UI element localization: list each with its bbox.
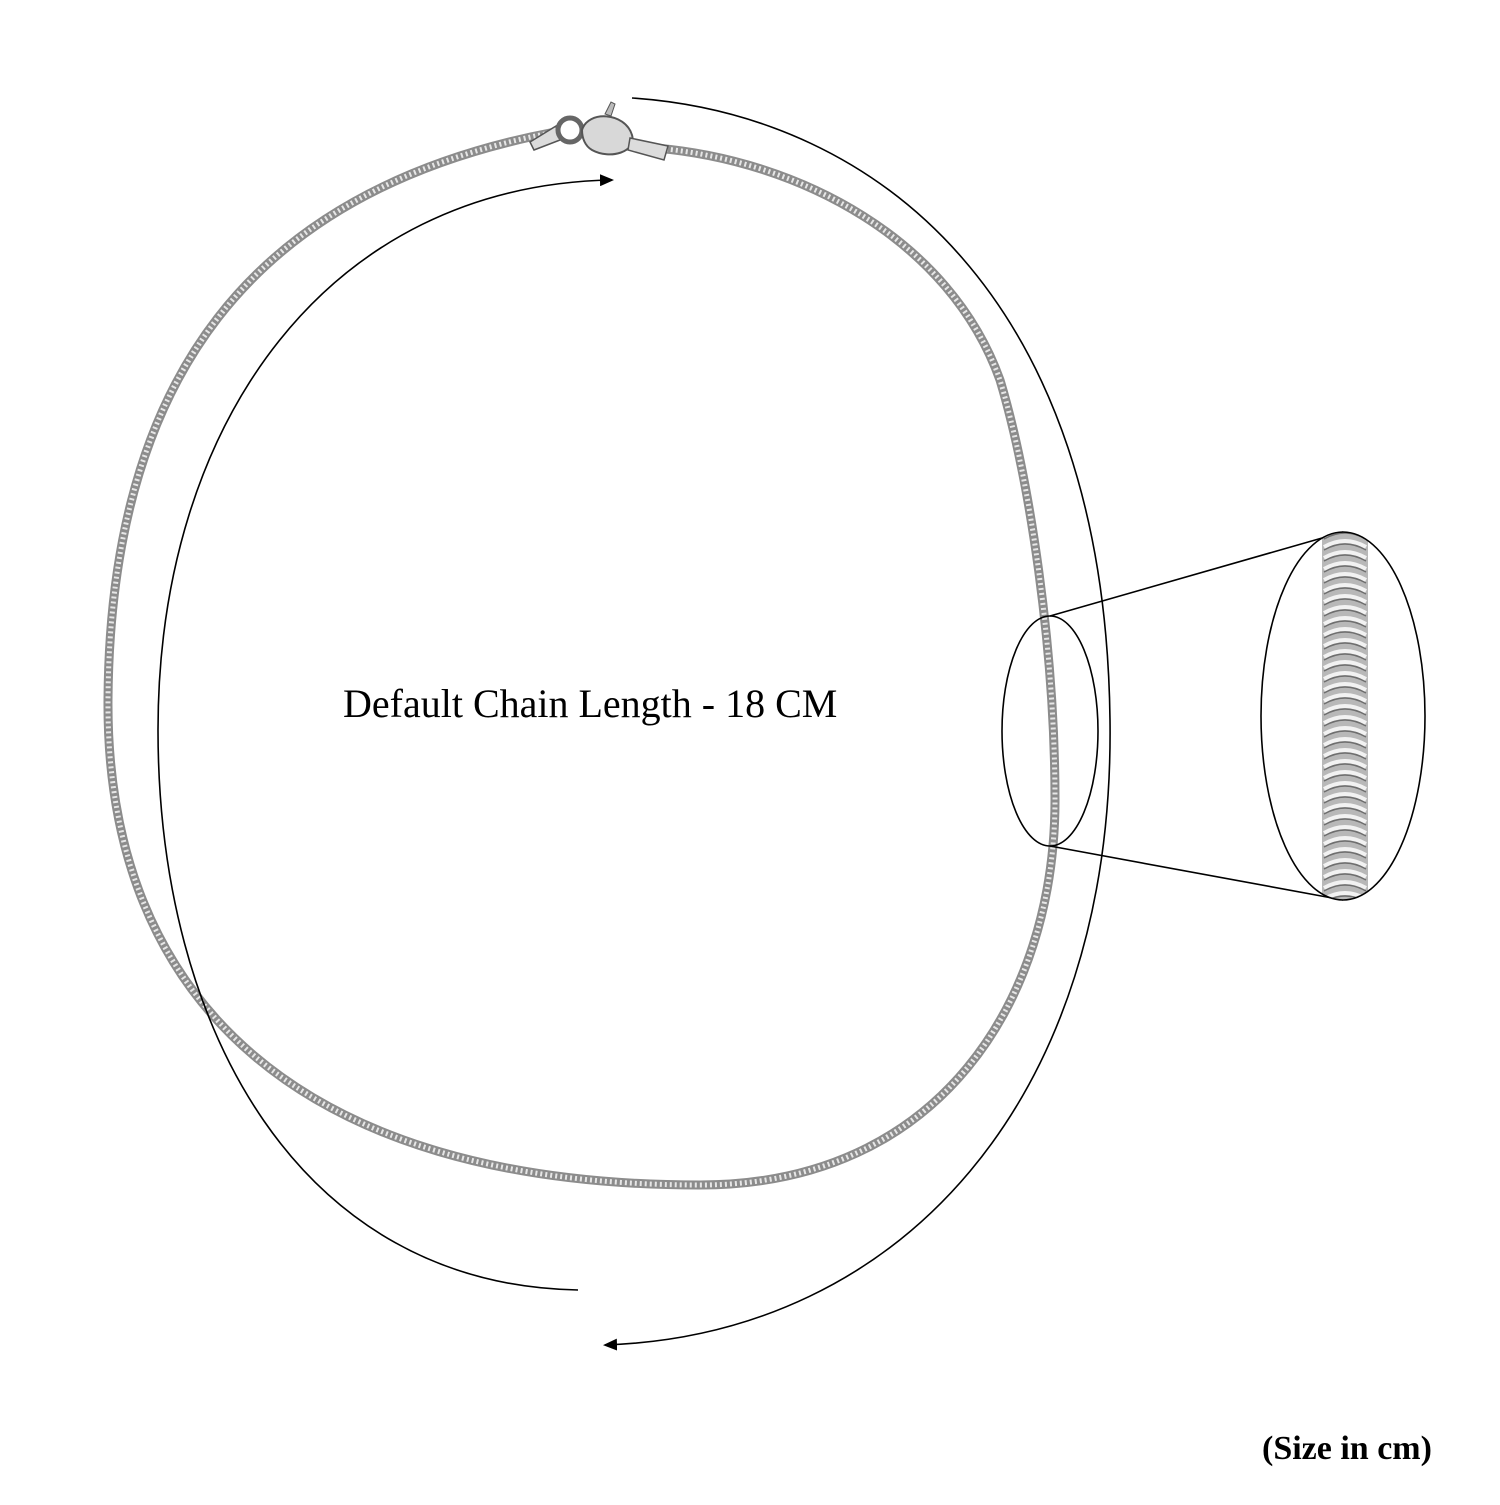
chain-link-shadow	[1323, 598, 1367, 606]
chain-link-shadow	[1323, 686, 1367, 694]
chain-link	[1323, 803, 1367, 813]
clasp-body	[580, 115, 634, 156]
chain-link	[1324, 904, 1366, 910]
chain-link-shadow	[1323, 543, 1367, 551]
chain-link	[1323, 605, 1367, 615]
chain-link-shadow	[1323, 840, 1367, 848]
chain-link-shadow	[1323, 708, 1367, 716]
chain-link-shadow	[1323, 884, 1367, 892]
chain-link-shadow	[1323, 719, 1367, 727]
chain-link	[1323, 836, 1367, 846]
chain-link	[1323, 693, 1367, 703]
chain-link	[1323, 737, 1367, 747]
chain-link	[1323, 825, 1367, 835]
chain-link	[1323, 847, 1367, 857]
chain-link-shadow	[1323, 587, 1367, 595]
chain-link-shadow	[1323, 620, 1367, 628]
chain-link-shadow	[1323, 862, 1367, 870]
measure-arc-inner	[157, 174, 614, 1291]
chain-link-shadow	[1323, 565, 1367, 573]
chain-link	[1323, 814, 1367, 824]
chain-link-shadow	[1323, 895, 1367, 900]
chain-texture	[105, 129, 1058, 1188]
chain-link	[1323, 660, 1367, 670]
chain-link-shadow	[1323, 697, 1367, 705]
chain-link-shadow	[1323, 675, 1367, 683]
magnifier-large-ellipse	[1260, 531, 1426, 901]
chain-link-shadow	[1323, 576, 1367, 584]
chain-link-shadow	[1323, 653, 1367, 661]
chain-link	[1323, 726, 1367, 736]
chain-link-shadow	[1323, 873, 1367, 881]
chain-link-shadow	[1323, 631, 1367, 639]
chain-link	[1323, 649, 1367, 659]
chain-link-shadow	[1323, 829, 1367, 837]
chain-link	[1323, 638, 1367, 648]
chain-link-shadow	[1323, 851, 1367, 859]
size-unit-note: (Size in cm)	[1262, 1430, 1432, 1467]
chain-link-shadow	[1323, 554, 1367, 562]
chain-link	[1323, 550, 1367, 560]
chain-link	[1323, 869, 1367, 879]
chain-link	[1323, 880, 1367, 890]
chain-link	[1323, 704, 1367, 714]
chain-link-shadow	[1323, 818, 1367, 826]
default-chain-length-label: Default Chain Length - 18 CM	[343, 681, 838, 726]
chain-link	[1323, 770, 1367, 780]
zoom-connector-bottom	[1049, 845, 1344, 901]
chain-link	[1323, 759, 1367, 769]
chain-link	[1323, 748, 1367, 758]
chain-link	[1323, 539, 1367, 549]
chain-link-shadow	[1323, 609, 1367, 617]
chain-link-shadow	[1323, 642, 1367, 650]
chain-link	[1323, 792, 1367, 802]
zoom-detail	[1260, 531, 1426, 913]
chain-link	[1323, 627, 1367, 637]
chain-link	[1323, 781, 1367, 791]
chain-link-shadow	[1323, 741, 1367, 749]
chain-link-shadow	[1323, 763, 1367, 771]
chain-link-shadow	[1323, 664, 1367, 672]
chain-link	[1323, 583, 1367, 593]
chain-link-shadow	[1323, 796, 1367, 804]
chain-link-shadow	[1323, 774, 1367, 782]
chain-link	[1323, 561, 1367, 571]
chain-link	[1323, 594, 1367, 604]
chain-link-shadow	[1323, 730, 1367, 738]
snake-chain-necklace	[103, 127, 1060, 1190]
chain-outline	[103, 127, 1060, 1190]
chain-link-shadow	[1324, 907, 1366, 913]
chain-link-shadow	[1323, 752, 1367, 760]
chain-link	[1323, 671, 1367, 681]
measure-arc-outer	[603, 97, 1111, 1351]
chain-link-shadow	[1323, 807, 1367, 815]
chain-link	[1323, 572, 1367, 582]
zoom-connector-top	[1049, 531, 1344, 617]
zoom-chain-links	[1323, 532, 1367, 913]
chain-link	[1323, 858, 1367, 868]
chain-link	[1323, 682, 1367, 692]
jump-ring	[555, 115, 585, 145]
lobster-clasp-icon	[529, 101, 669, 161]
chain-link-shadow	[1323, 785, 1367, 793]
chain-link	[1323, 616, 1367, 626]
chain-link	[1323, 715, 1367, 725]
